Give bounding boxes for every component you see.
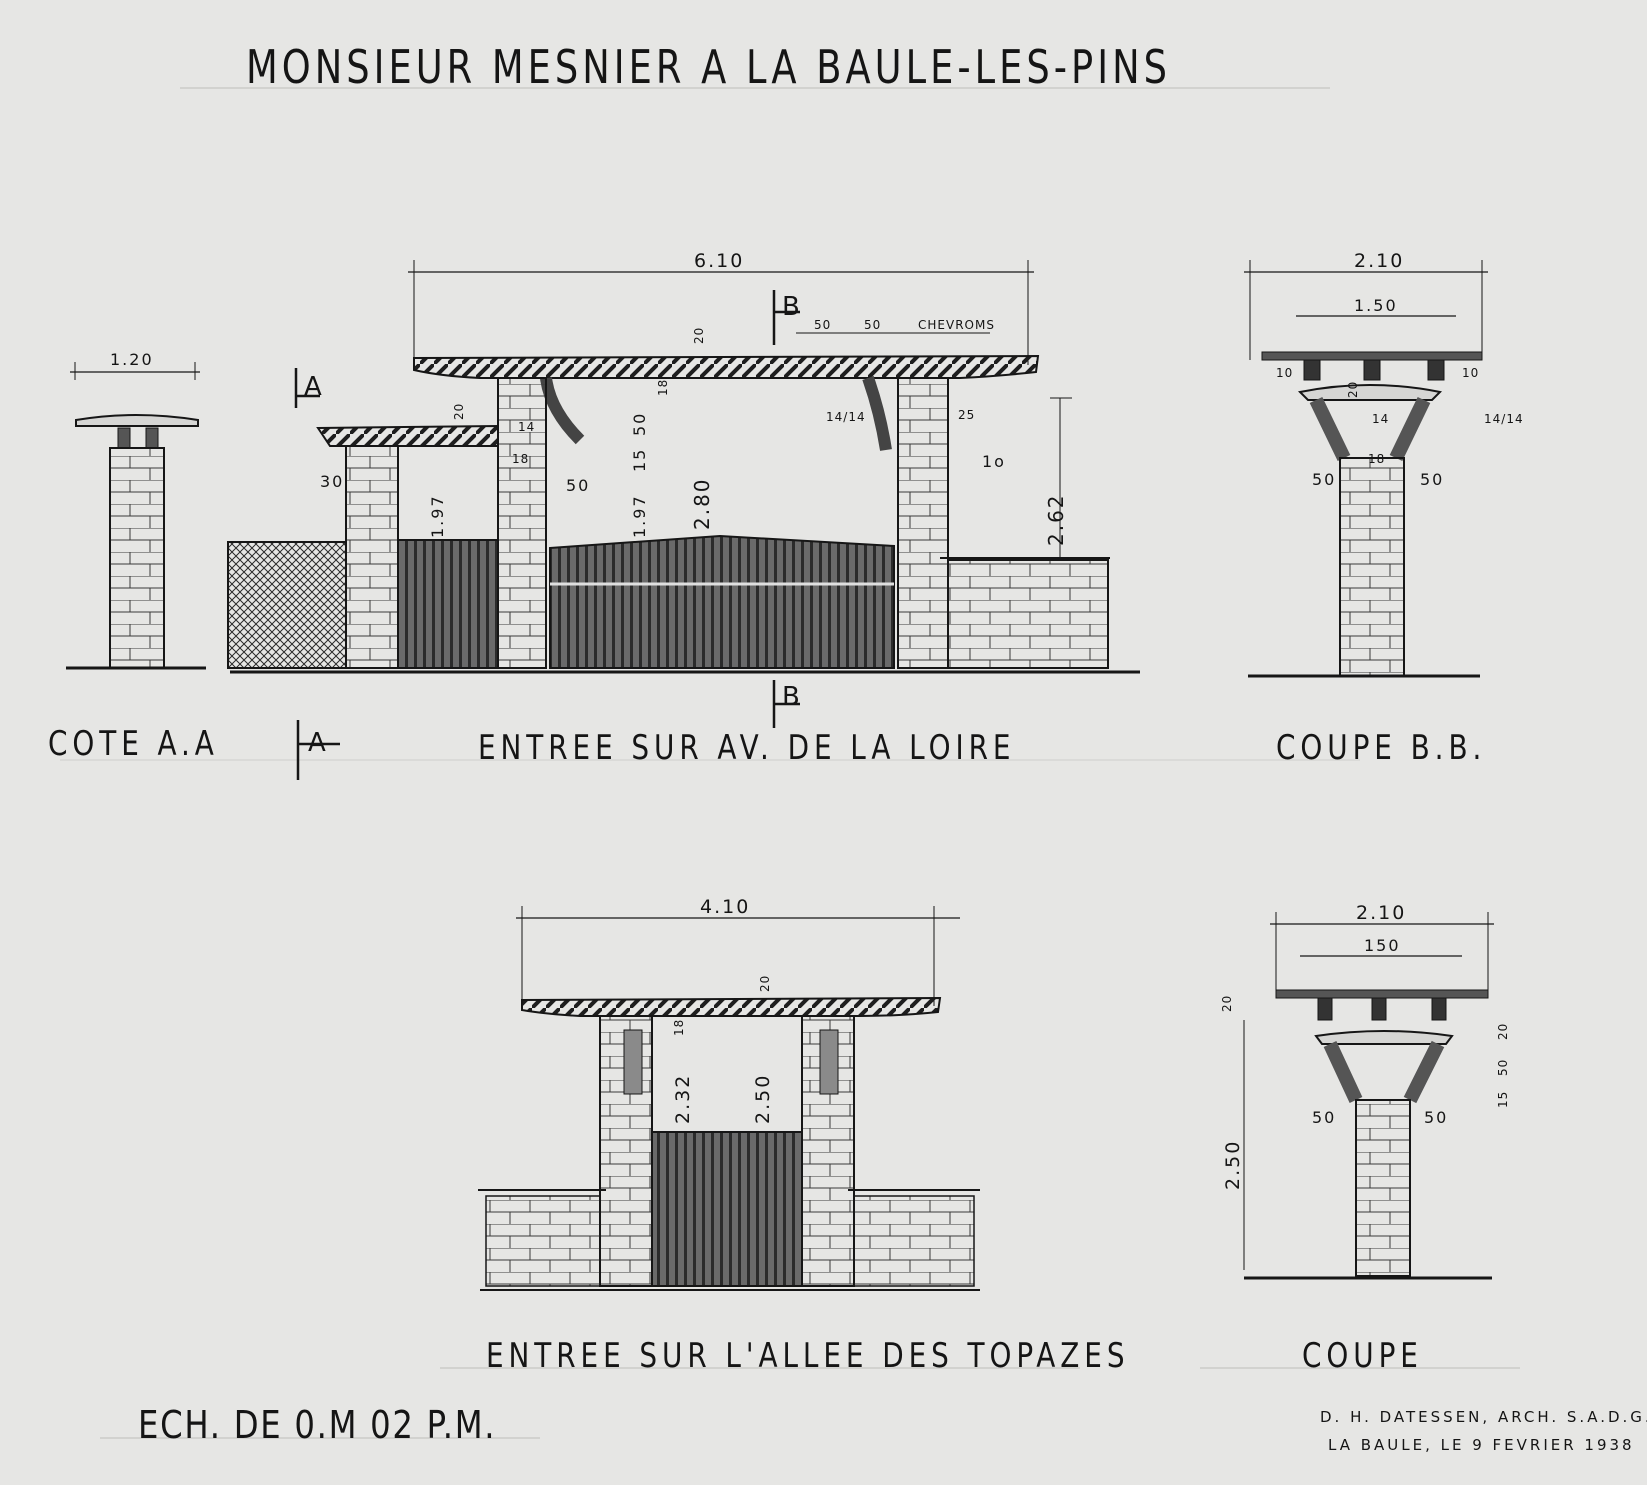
section-mark-b-top-letter: B [782, 292, 802, 322]
coupe-bb-label: COUPE B.B. [1276, 728, 1487, 768]
loire-gate-height-main: 1.97 [630, 494, 649, 538]
loire-chevrons-label: CHEVROMS [918, 318, 995, 332]
coupe-overall-dim: 2.10 [1356, 902, 1407, 924]
coupe-bb-span-right: 50 [1420, 470, 1445, 489]
coupe-mid-right-dim: 50 [1496, 1058, 1510, 1076]
cote-aa-width-dim: 1.20 [110, 350, 154, 369]
loire-bracket-width: 25 [958, 408, 976, 422]
topazes-gate-height: 2.32 [672, 1073, 694, 1124]
topazes-overall-dim: 4.10 [700, 896, 751, 918]
section-mark-a-bottom-letter: A [308, 728, 328, 758]
section-mark-a-top [294, 368, 320, 408]
coupe-bb-inner-dim: 1.50 [1354, 296, 1398, 315]
coupe-beam-height: 20 [1220, 994, 1234, 1012]
topazes-clear-height: 2.50 [752, 1073, 774, 1124]
entree-loire-label: ENTREE SUR AV. DE LA LOIRE [478, 728, 1016, 768]
coupe-inner-dim: 150 [1364, 936, 1401, 955]
drawing-title: MONSIEUR MESNIER A LA BAULE-LES-PINS [246, 40, 1171, 94]
loire-post-width: 18 [512, 452, 530, 466]
loire-left-pier-offset: 30 [320, 472, 345, 491]
scale-note: ECH. DE 0.M 02 P.M. [138, 1403, 497, 1447]
coupe-label: COUPE [1302, 1336, 1423, 1376]
architect-signature: D. H. DATESSEN, ARCH. S.A.D.G. [1320, 1408, 1647, 1426]
coupe-top-right-dim: 20 [1496, 1022, 1510, 1040]
section-mark-b-top [772, 290, 800, 345]
cote-aa-drawing [66, 362, 206, 670]
coupe-bb-drawing [1244, 260, 1488, 678]
coupe-span-left: 50 [1312, 1108, 1337, 1127]
loire-spacing-a: 50 [814, 318, 832, 332]
loire-bracket-fraction: 14/14 [826, 410, 866, 424]
coupe-bb-bracket: 14 [1372, 412, 1390, 426]
place-date: LA BAULE, LE 9 FEVRIER 1938 [1328, 1436, 1635, 1454]
topazes-bracket-dim: 18 [672, 1018, 686, 1036]
loire-bracket-span: 50 [566, 476, 591, 495]
coupe-bb-overall-dim: 2.10 [1354, 250, 1405, 272]
loire-beam-height: 20 [692, 326, 706, 344]
section-mark-a-bottom [296, 720, 340, 780]
coupe-bb-side-left: 10 [1276, 366, 1294, 380]
section-mark-a-top-letter: A [304, 372, 324, 402]
cote-aa-label: COTE A.A [48, 724, 219, 764]
entree-topazes-label: ENTREE SUR L'ALLEE DES TOPAZES [486, 1336, 1130, 1376]
coupe-low-right-dim: 15 [1496, 1090, 1510, 1108]
coupe-total-height: 2.50 [1222, 1139, 1244, 1190]
coupe-bb-post-width: 18 [1368, 452, 1386, 466]
entree-topazes-drawing [478, 906, 980, 1291]
loire-bracket-one: 1o [982, 452, 1006, 471]
loire-clear-height: 2.80 [690, 477, 714, 530]
loire-total-height: 2.62 [1044, 493, 1068, 546]
loire-bracket-height: 18 [656, 378, 670, 396]
coupe-bb-span-left: 50 [1312, 470, 1337, 489]
coupe-bb-fraction: 14/14 [1484, 412, 1524, 426]
entree-loire-drawing [227, 260, 1140, 674]
loire-bracket-vert: 15 [630, 447, 649, 472]
topazes-beam-height: 20 [758, 974, 772, 992]
loire-overall-dim: 6.10 [694, 250, 745, 272]
loire-bracket-a: 14 [518, 420, 536, 434]
loire-bracket-vert2: 50 [630, 411, 649, 436]
loire-gate-height-left: 1.97 [428, 494, 447, 538]
section-mark-b-bottom [772, 680, 800, 728]
loire-spacing-b: 50 [864, 318, 882, 332]
section-mark-b-bottom-letter: B [782, 682, 802, 712]
loire-post-left-dim: 20 [452, 402, 466, 420]
coupe-bb-post-top: 20 [1346, 380, 1360, 398]
coupe-bb-side-right: 10 [1462, 366, 1480, 380]
coupe-drawing [1243, 912, 1494, 1280]
coupe-span-right: 50 [1424, 1108, 1449, 1127]
